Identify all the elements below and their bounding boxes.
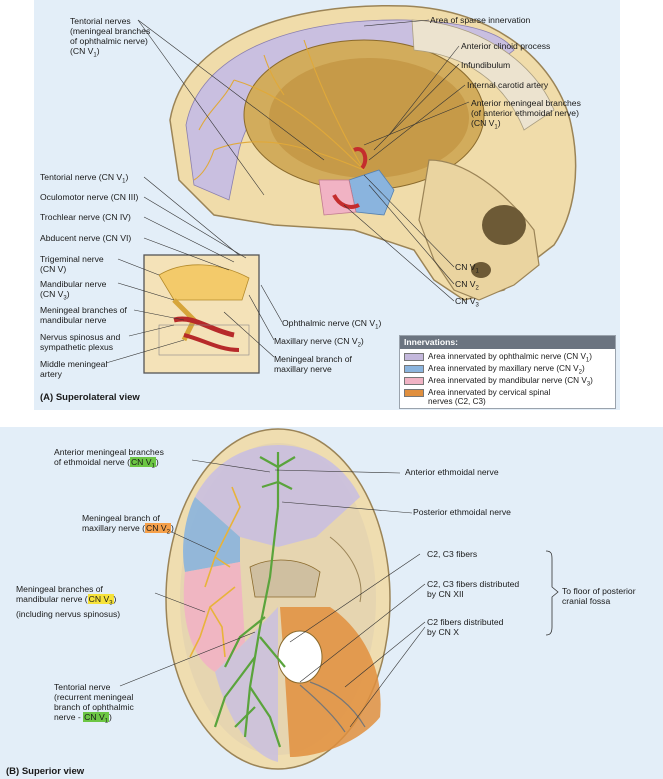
orbit (482, 205, 526, 245)
caption-a: (A) Superolateral view (40, 392, 140, 403)
label-meningeal-mandibular-b: Meningeal branches of mandibular nerve (… (16, 584, 121, 619)
label-anterior-clinoid: Anterior clinoid process (461, 41, 551, 51)
bracket (545, 550, 559, 636)
green-nerves (213, 452, 296, 748)
label-trigeminal: Trigeminal nerve (CN V) (40, 254, 104, 274)
label-mandibular: Mandibular nerve (CN V3) (40, 279, 107, 302)
maxillary-region (183, 497, 240, 572)
label-meningeal-maxillary-b: Meningeal branch of maxillary nerve (CN … (82, 513, 174, 536)
label-cn-v1: CN V1 (455, 262, 479, 275)
label-anterior-ethmoidal: Anterior ethmoidal nerve (405, 467, 499, 477)
label-oculomotor: Oculomotor nerve (CN III) (40, 192, 139, 202)
label-c2-distributed: C2 fibers distributed by CN X (427, 617, 504, 637)
label-tentorial-b: Tentorial nerve (recurrent meningeal bra… (54, 682, 134, 725)
skull-superolateral-illustration (105, 4, 577, 374)
foramen-magnum (277, 630, 323, 684)
cranial-base-superior-illustration (119, 428, 559, 770)
innervation-legend: Innervations: Area innervated by ophthal… (399, 335, 616, 409)
label-meningeal-mandibular: Meningeal branches of mandibular nerve (40, 305, 127, 325)
label-tentorial-nerves: Tentorial nerves (meningeal branches of … (70, 16, 151, 59)
tentorial-nerves (193, 39, 365, 181)
label-maxillary-nerve: Maxillary nerve (CN V2) (274, 336, 364, 349)
label-c2c3-fibers: C2, C3 fibers (427, 549, 478, 559)
label-c2c3-distributed: C2, C3 fibers distributed by CN XII (427, 579, 520, 599)
facial-skeleton (418, 159, 540, 301)
label-trochlear: Trochlear nerve (CN IV) (40, 212, 131, 222)
label-area-sparse: Area of sparse innervation (430, 15, 531, 25)
caption-b: (B) Superior view (6, 766, 85, 777)
panel-b-superior: Anterior meningeal branches of ethmoidal… (0, 427, 663, 779)
label-abducent: Abducent nerve (CN VI) (40, 233, 132, 243)
sparse-area (411, 19, 555, 131)
leader-lines-a (105, 19, 470, 364)
label-middle-meningeal: Middle meningeal artery (40, 359, 108, 379)
cervical-fibers (299, 681, 366, 733)
label-infundibulum: Infundibulum (461, 60, 511, 70)
label-nervus-spinosus: Nervus spinosus and sympathetic plexus (40, 332, 121, 352)
label-posterior-ethmoidal: Posterior ethmoidal nerve (413, 507, 511, 517)
label-ophthalmic-nerve: Ophthalmic nerve (CN V1) (282, 318, 382, 331)
leader-lines-b (119, 459, 426, 728)
yellow-nerves (189, 486, 241, 658)
label-ant-meningeal-ethmoidal: Anterior meningeal branches of ethmoidal… (54, 447, 164, 470)
label-meningeal-maxillary: Meningeal branch of maxillary nerve (274, 354, 352, 374)
label-tentorial-nerve: Tentorial nerve (CN V1) (40, 172, 129, 185)
label-cn-v2: CN V2 (455, 279, 479, 292)
label-cn-v3: CN V3 (455, 296, 479, 309)
label-internal-carotid: Internal carotid artery (467, 80, 549, 90)
panel-a-superolateral: Tentorial nerves (meningeal branches of … (34, 0, 620, 410)
label-anterior-meningeal: Anterior meningeal branches (of anterior… (471, 98, 581, 131)
mandibular-region (183, 562, 245, 672)
label-floor-posterior-fossa: To floor of posterior cranial fossa (562, 586, 636, 606)
legend-title: Innervations: (400, 336, 615, 349)
